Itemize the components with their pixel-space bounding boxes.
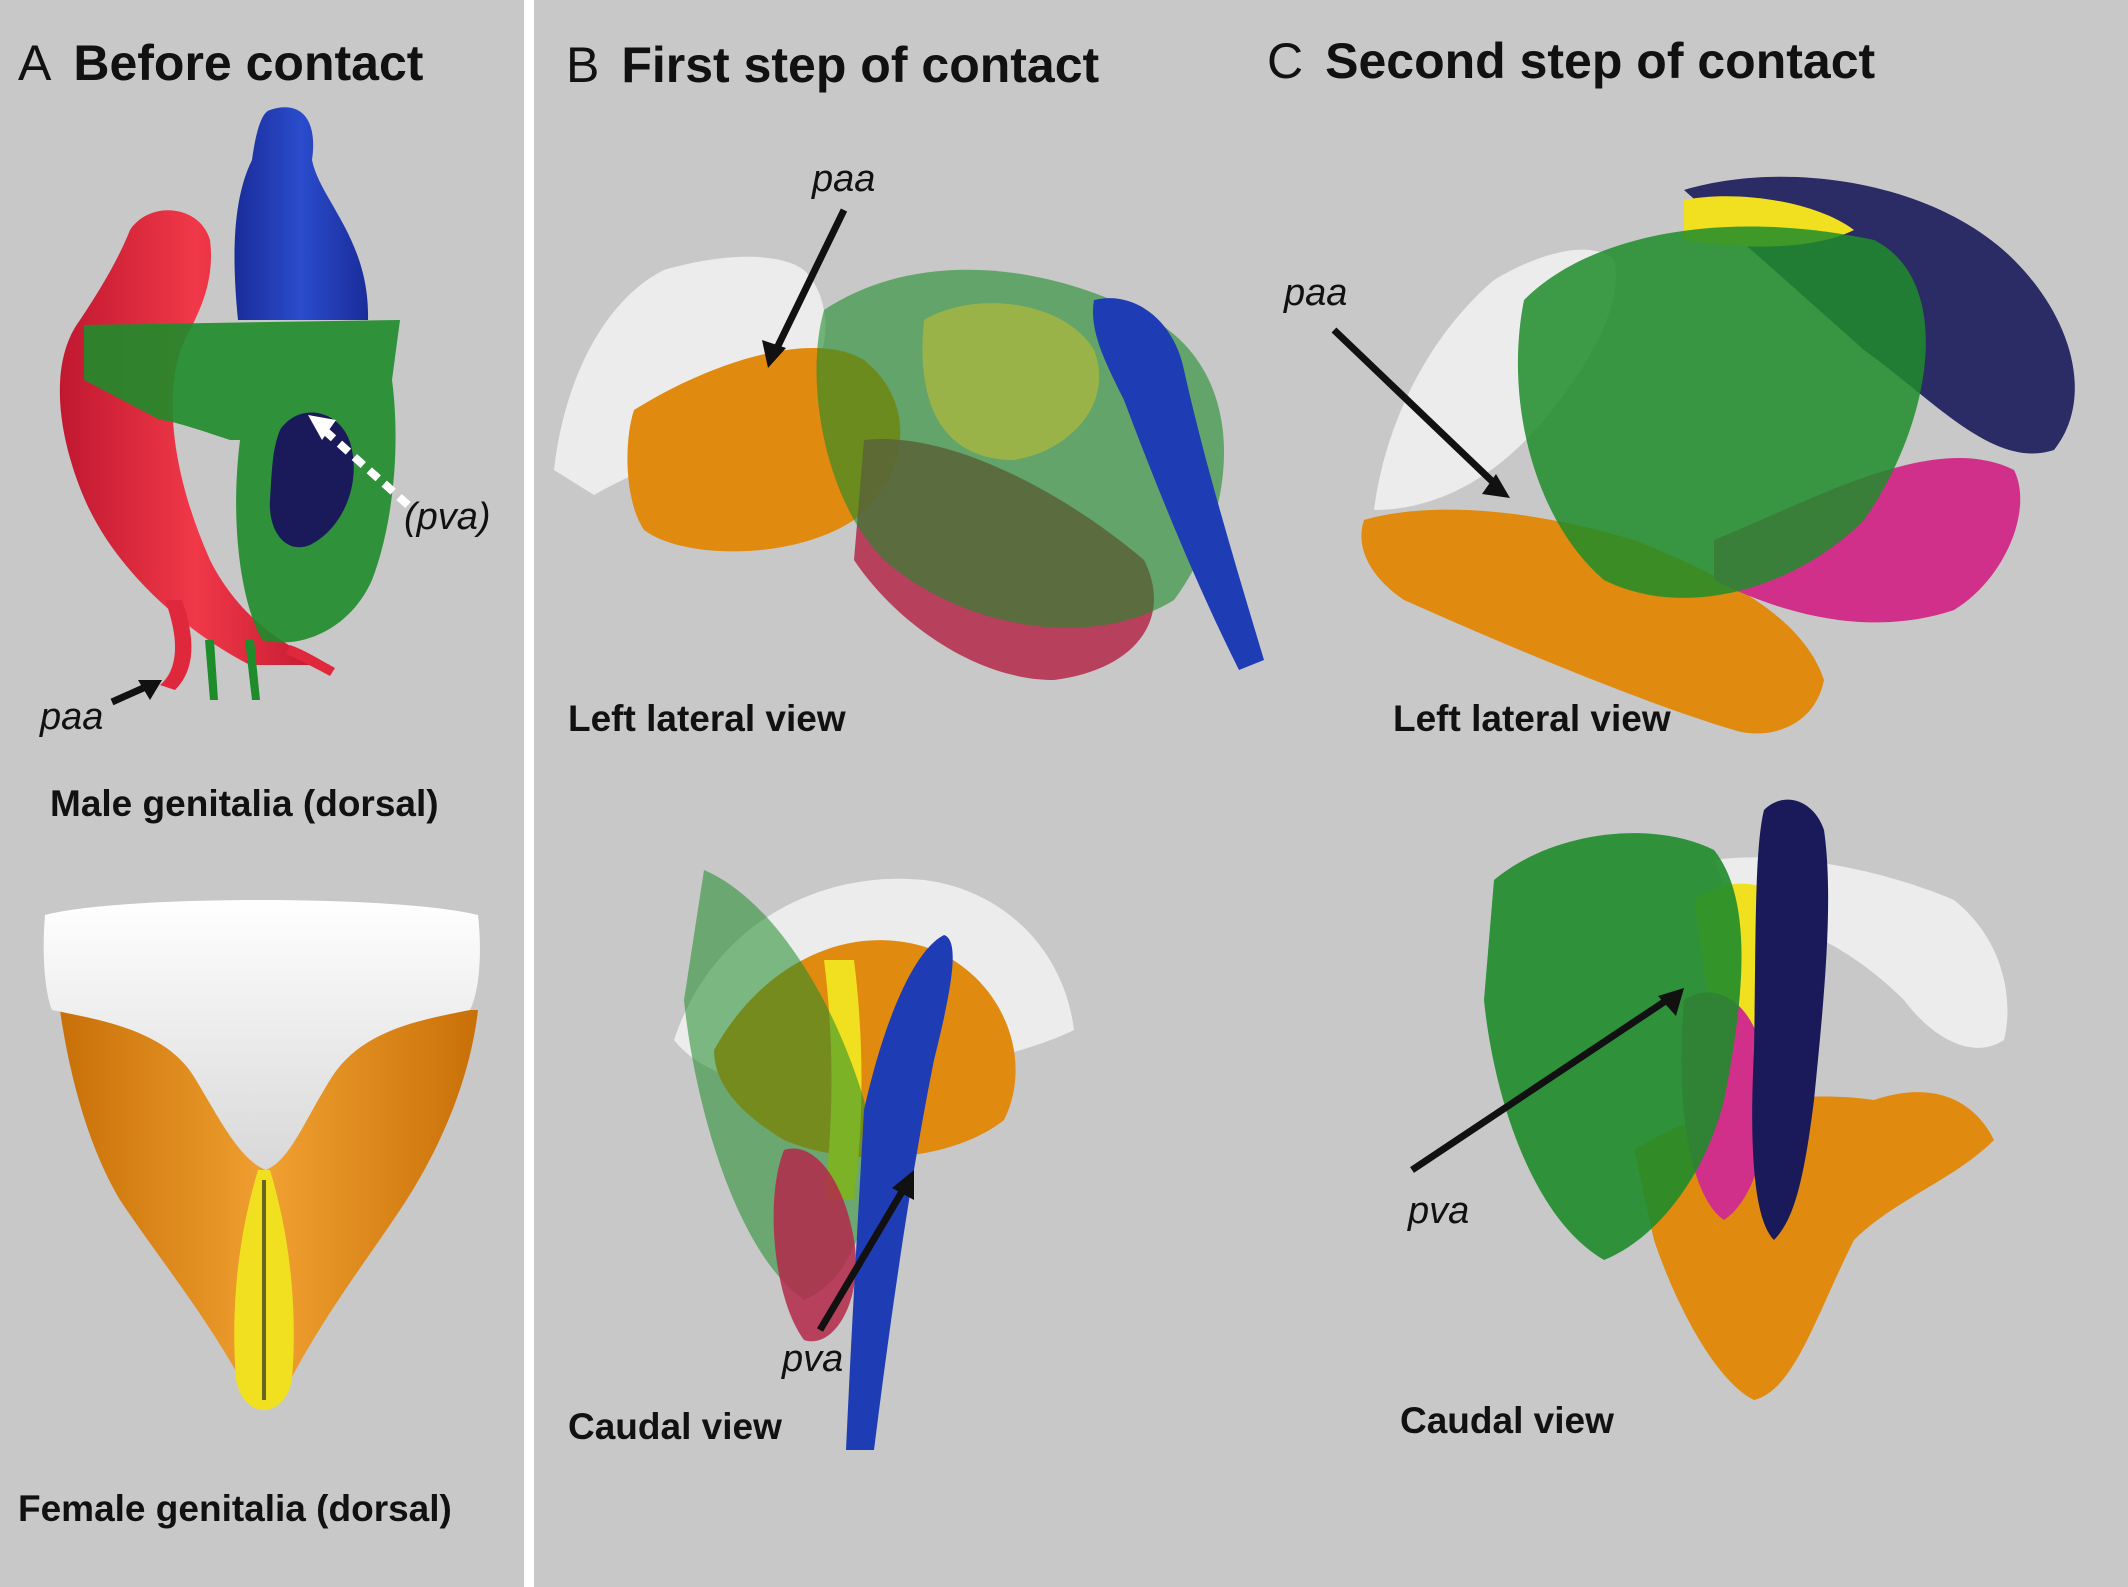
blue-structure [234, 107, 369, 320]
c-lateral-caption: Left lateral view [1393, 698, 1671, 739]
panel-bc: B First step of contact C Second step of c… [534, 0, 2128, 1587]
c-pva-label: pva [1408, 1190, 1470, 1232]
green-plate [84, 320, 400, 643]
pva-arrow [1410, 995, 1672, 1173]
pva-arrowhead [1658, 988, 1684, 1016]
panel-a: A Before contact paa (pva) Male genitalia… [0, 0, 524, 1587]
c-caudal-caption: Caudal view [1400, 1400, 1614, 1441]
green-plate [1484, 833, 1742, 1260]
b-lateral-view-illustration [554, 208, 1264, 680]
panel-title: Before contact [73, 35, 424, 91]
paa-arrowhead [762, 340, 786, 368]
b-paa-label: paa [812, 158, 876, 200]
red-process [286, 645, 335, 676]
red-structure [59, 210, 330, 665]
panel-letter: B [566, 37, 600, 93]
paa-arrow [772, 208, 848, 352]
navy-structure [269, 412, 354, 548]
b-caudal-caption: Caudal view [568, 1406, 782, 1447]
b-caudal-view-illustration [674, 870, 1074, 1450]
orange-structure [1361, 509, 1824, 734]
pva-arrowhead [892, 1170, 914, 1200]
c-paa-label: paa [1284, 272, 1348, 314]
panel-letter: A [18, 35, 52, 91]
paa-arrow [1331, 327, 1499, 488]
pva-arrowhead [308, 415, 336, 440]
male-caption: Male genitalia (dorsal) [50, 783, 439, 824]
green-plate [1517, 226, 1926, 598]
crimson-structure [773, 1148, 856, 1342]
c-lateral-view-illustration [1331, 176, 2075, 734]
white-structure [554, 256, 826, 495]
paa-hook [160, 600, 192, 690]
navy-structure [1752, 799, 1829, 1240]
white-structure [43, 900, 480, 1170]
panel-title: First step of contact [621, 37, 1100, 93]
paa-arrowhead [1482, 474, 1510, 498]
pva-label: (pva) [404, 496, 491, 538]
pva-arrow [816, 1183, 910, 1332]
green-seta [205, 640, 218, 700]
yellow-structure [922, 303, 1100, 460]
male-genitalia-dorsal-illustration [59, 107, 411, 706]
c-caudal-view-illustration [1410, 799, 2008, 1400]
green-seta [245, 640, 260, 700]
panel-letter: C [1267, 33, 1304, 89]
paa-arrowhead [138, 680, 162, 700]
b-lateral-caption: Left lateral view [568, 698, 846, 739]
female-genitalia-dorsal-illustration [43, 900, 480, 1410]
b-pva-label: pva [782, 1338, 844, 1380]
female-caption: Female genitalia (dorsal) [18, 1488, 452, 1529]
panel-a-heading: A Before contact [18, 38, 423, 88]
panel-c-heading: C Second step of contact [1267, 36, 1875, 86]
pink-structure [1714, 458, 2021, 623]
blue-structure [1093, 298, 1264, 670]
panel-b-heading: B First step of contact [566, 40, 1099, 90]
panel-title: Second step of contact [1325, 33, 1876, 89]
paa-label: paa [40, 696, 104, 738]
